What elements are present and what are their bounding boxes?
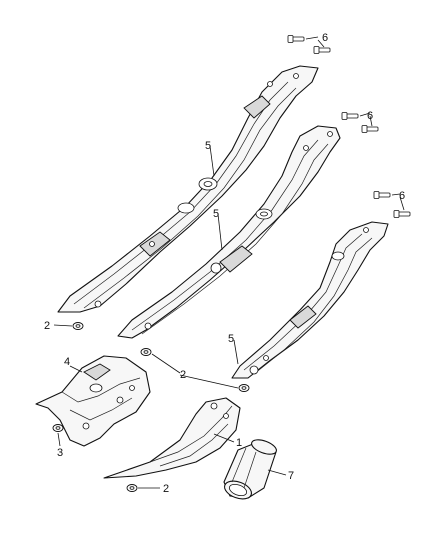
- nut-2-middle[interactable]: [140, 348, 152, 356]
- callout-1: 1: [236, 437, 242, 449]
- callout-4: 4: [64, 356, 70, 368]
- bolt-6-low-a[interactable]: [373, 191, 391, 199]
- bolt-6-top-a[interactable]: [287, 35, 305, 43]
- nut-2-right[interactable]: [238, 384, 250, 392]
- callout-2-middle: 2: [180, 369, 186, 381]
- heat-shield-left[interactable]: [57, 65, 319, 313]
- nut-3[interactable]: [52, 424, 64, 432]
- callout-7: 7: [288, 470, 294, 482]
- bolt-6-low-b[interactable]: [393, 210, 411, 218]
- bolt-6-mid-b[interactable]: [361, 125, 379, 133]
- bolt-6-top-b[interactable]: [313, 46, 331, 54]
- heat-shield-rear[interactable]: [103, 397, 241, 479]
- callout-5-middle: 5: [213, 208, 219, 220]
- callout-6-mid: 6: [367, 110, 373, 122]
- callout-5-left: 5: [205, 140, 211, 152]
- callout-2-bottom: 2: [163, 483, 169, 495]
- callout-5-right: 5: [228, 333, 234, 345]
- callout-2-left: 2: [44, 320, 50, 332]
- heat-shield-middle[interactable]: [117, 125, 341, 339]
- callout-labels: 6 6 6 5 5 5 2 2 4 3 1 2 7: [44, 32, 405, 495]
- heat-shield-front[interactable]: [35, 355, 151, 447]
- leader-lines: [53, 36, 405, 489]
- bolt-6-mid-a[interactable]: [341, 112, 359, 120]
- callout-6-top: 6: [322, 32, 328, 44]
- heat-shield-right[interactable]: [231, 221, 389, 379]
- callout-3: 3: [57, 447, 63, 459]
- nut-2-bottom[interactable]: [126, 484, 138, 492]
- callout-6-low: 6: [399, 190, 405, 202]
- nut-2-left[interactable]: [72, 322, 84, 330]
- insulator-sleeve[interactable]: [222, 437, 278, 502]
